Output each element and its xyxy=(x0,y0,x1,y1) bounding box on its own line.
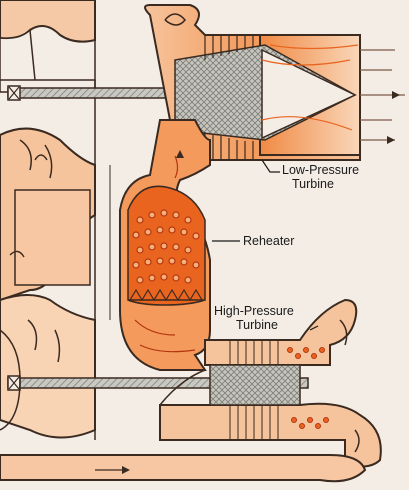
high-pressure-label-line2: Turbine xyxy=(214,318,294,332)
low-pressure-label-line1: Low-Pressure xyxy=(282,163,359,177)
low-pressure-turbine-label: Low-Pressure Turbine xyxy=(282,163,359,191)
high-pressure-label-line1: High-Pressure xyxy=(214,304,294,318)
reheater-label: Reheater xyxy=(243,234,294,248)
upper-shaft xyxy=(8,86,183,100)
left-casing xyxy=(0,0,110,440)
low-pressure-label-line2: Turbine xyxy=(282,177,359,191)
high-pressure-turbine-label: High-Pressure Turbine xyxy=(214,304,294,332)
reheater xyxy=(120,120,210,370)
